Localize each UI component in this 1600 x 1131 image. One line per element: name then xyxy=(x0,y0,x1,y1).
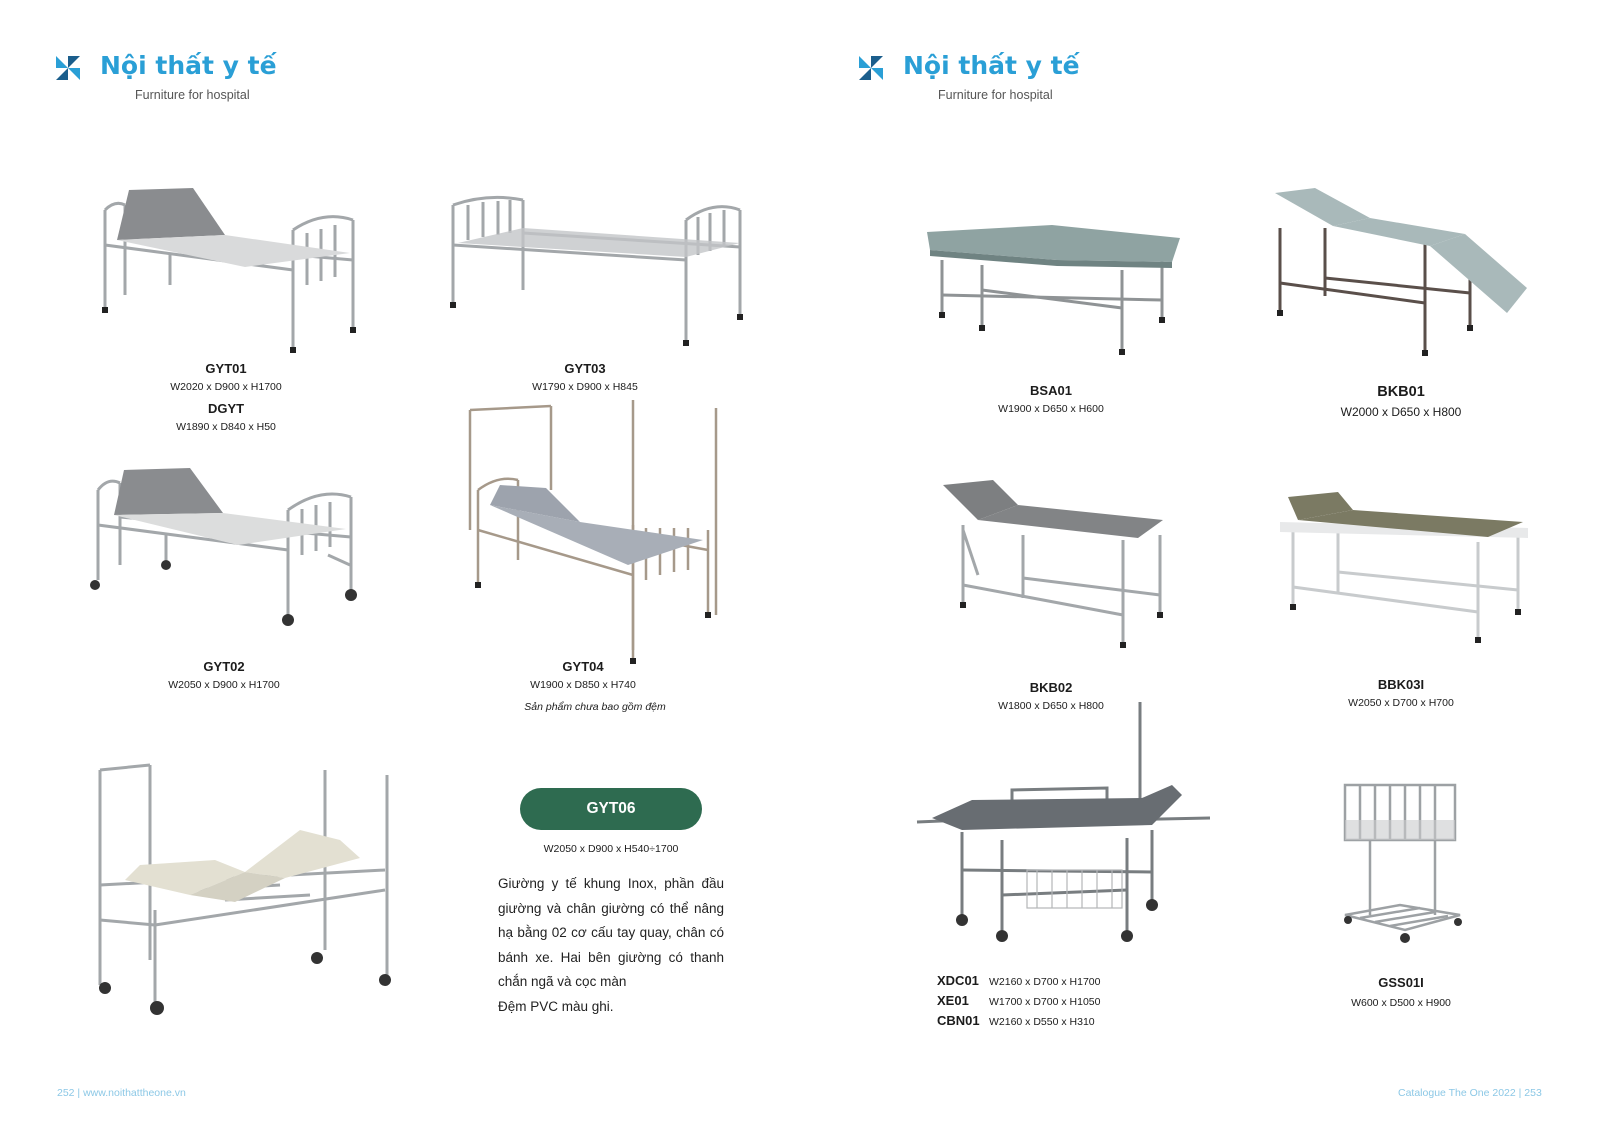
product-description-gyt06: Giường y tế khung Inox, phần đầu giường … xyxy=(498,872,724,1019)
page-subtitle-left: Furniture for hospital xyxy=(135,88,250,102)
product-dims-bsa01: W1900 x D650 x H600 xyxy=(998,403,1104,415)
product-dims-gyt04: W1900 x D850 x H740 xyxy=(530,679,636,691)
product-code-bsa01: BSA01 xyxy=(1030,383,1072,398)
product-code-gyt04: GYT04 xyxy=(562,659,604,674)
footer-right: Catalogue The One 2022 | 253 xyxy=(1398,1087,1542,1099)
product-row-xe01: XE01 W1700 x D700 x H1050 xyxy=(937,993,1100,1008)
blue-pinwheel-logo-icon xyxy=(859,56,883,80)
product-code-gss01i: GSS01I xyxy=(1378,975,1424,990)
product-image-bkb02 xyxy=(943,480,1163,648)
product-image-gyt03 xyxy=(450,195,743,346)
product-image-gyt06 xyxy=(98,763,391,1015)
product-dims-gyt06: W2050 x D900 x H540÷1700 xyxy=(543,843,679,855)
footer-left: 252 | www.noithattheone.vn xyxy=(57,1087,186,1099)
product-dims-dgyt: W1890 x D840 x H50 xyxy=(176,421,276,433)
product-image-gss01i xyxy=(1343,783,1462,943)
product-code-gyt01: GYT01 xyxy=(205,361,247,376)
page-title-left: Nội thất y tế xyxy=(100,51,277,80)
product-code-bkb02: BKB02 xyxy=(1029,680,1073,695)
product-dims-bbk03i: W2050 x D700 x H700 xyxy=(1348,697,1454,709)
product-image-bsa01 xyxy=(927,225,1180,355)
product-code-bkb01: BKB01 xyxy=(1377,384,1425,400)
product-code-gyt02: GYT02 xyxy=(203,659,245,674)
product-image-bkb01 xyxy=(1275,188,1527,356)
product-dims-gyt03: W1790 x D900 x H845 xyxy=(532,381,638,393)
description-text: Giường y tế khung Inox, phần đầu giường … xyxy=(498,876,724,989)
product-dims-cbn01: W2160 x D550 x H310 xyxy=(989,1016,1095,1028)
product-image-bbk03i xyxy=(1280,492,1528,643)
product-dims-bkb02: W1800 x D650 x H800 xyxy=(998,700,1104,712)
blue-pinwheel-logo-icon xyxy=(56,56,80,80)
product-code-xe01: XE01 xyxy=(937,993,969,1008)
product-image-gyt02 xyxy=(90,468,357,626)
product-code-bbk03i: BBK03I xyxy=(1377,677,1425,692)
product-dims-gyt02: W2050 x D900 x H1700 xyxy=(168,679,280,691)
product-code-badge-gyt06: GYT06 xyxy=(520,788,702,830)
product-image-gyt01 xyxy=(102,188,356,353)
product-code-dgyt: DGYT xyxy=(207,401,245,416)
product-code-cbn01: CBN01 xyxy=(937,1013,980,1028)
description-text-2: Đệm PVC màu ghi. xyxy=(498,998,614,1014)
page-subtitle-right: Furniture for hospital xyxy=(938,88,1053,102)
product-code-xdc01: XDC01 xyxy=(937,973,979,988)
product-image-xdc01 xyxy=(916,702,1211,942)
page-title-right: Nội thất y tế xyxy=(903,51,1080,80)
product-dims-xe01: W1700 x D700 x H1050 xyxy=(989,996,1101,1008)
product-row-cbn01: CBN01 W2160 x D550 x H310 xyxy=(937,1013,1095,1028)
product-row-xdc01: XDC01 W2160 x D700 x H1700 xyxy=(937,973,1100,988)
product-note-gyt04: Sản phẩm chưa bao gồm đệm xyxy=(524,701,666,713)
product-dims-gyt01: W2020 x D900 x H1700 xyxy=(170,381,282,393)
product-dims-gss01i: W600 x D500 x H900 xyxy=(1351,997,1451,1009)
product-dims-bkb01: W2000 x D650 x H800 xyxy=(1340,405,1462,419)
product-image-gyt04 xyxy=(468,400,718,664)
product-code-gyt03: GYT03 xyxy=(564,361,606,376)
product-dims-xdc01: W2160 x D700 x H1700 xyxy=(989,976,1101,988)
